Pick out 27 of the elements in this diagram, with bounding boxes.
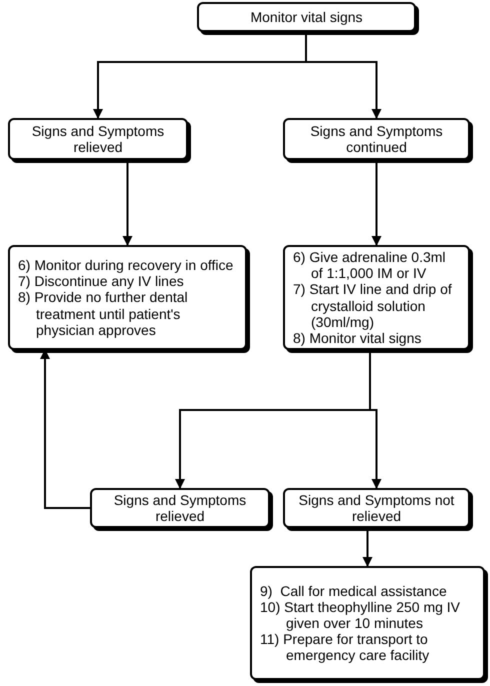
process-box xyxy=(197,2,416,32)
process-box xyxy=(90,488,270,528)
step-text: 8) Provide no further dental treatment until patient's physician approves xyxy=(18,289,189,338)
process-box xyxy=(8,118,188,160)
step-text: 7) Start IV line and drip of crystalloid solution (30ml/mg) xyxy=(293,281,453,330)
step-text: 10) Start theophylline 250 mg IV given over 10 minutes xyxy=(260,598,462,632)
box-label: Signs and Symptoms relieved xyxy=(30,122,166,156)
step-text: 6) Monitor during recovery in office xyxy=(18,257,234,274)
arrow xyxy=(305,32,382,119)
step-text: 11) Prepare for transport to emergency care facility xyxy=(260,631,430,664)
arrow xyxy=(372,160,382,246)
process-box xyxy=(283,118,470,160)
box-label: Signs and Symptoms not relieved xyxy=(298,492,456,524)
step-box xyxy=(250,566,485,680)
box-label: Signs and Symptoms relieved xyxy=(112,492,248,524)
arrow xyxy=(122,160,132,246)
step-text: 7) Discontinue any IV lines xyxy=(18,273,185,290)
step-box xyxy=(283,245,470,350)
box-label: Signs and Symptoms continued xyxy=(309,122,444,156)
arrow xyxy=(362,528,372,567)
process-box xyxy=(283,488,470,528)
arrow xyxy=(369,350,382,489)
step-text: 9) Call for medical assistance xyxy=(260,582,448,599)
step-text: 8) Monitor vital signs xyxy=(293,330,422,346)
step-text: 6) Give adrenaline 0.3ml of 1:1,000 IM or IV xyxy=(293,249,447,282)
step-box xyxy=(8,245,247,350)
box-label: Monitor vital signs xyxy=(250,8,363,26)
